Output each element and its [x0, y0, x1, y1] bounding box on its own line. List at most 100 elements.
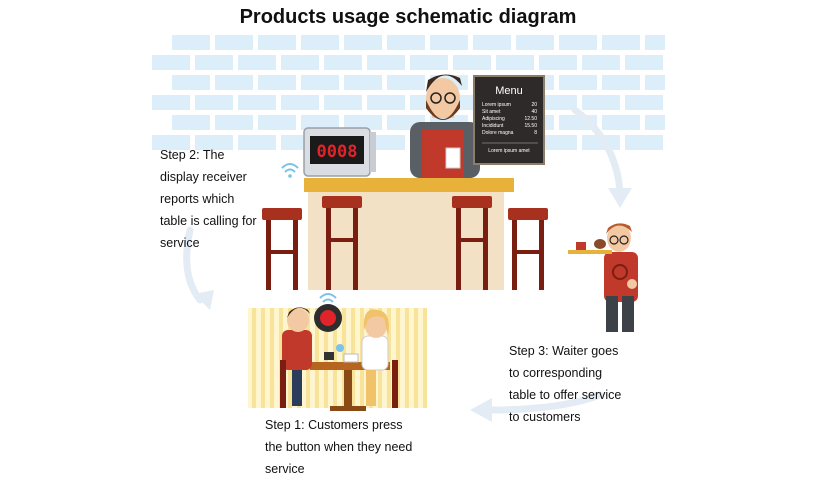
brick: [625, 55, 663, 70]
brick: [195, 135, 233, 150]
brick: [645, 115, 665, 130]
window-stripe: [279, 308, 283, 408]
menu-heading: Menu: [495, 85, 523, 97]
brick: [215, 115, 253, 130]
window-stripe: [405, 308, 409, 408]
step2-line: table is calling for: [160, 214, 257, 228]
cycle-arrows: [183, 106, 632, 422]
arrow-head-bottom-right: [470, 398, 492, 422]
bar-stool: [262, 208, 302, 290]
menu-item-name: Sit amet: [482, 109, 501, 115]
step3-line: to customers: [509, 410, 581, 424]
brick: [238, 135, 276, 150]
brick: [602, 35, 640, 50]
brick: [195, 95, 233, 110]
step1-line: service: [265, 462, 305, 476]
arrow-head-top-right: [608, 188, 632, 208]
brick: [172, 35, 210, 50]
brick: [301, 115, 339, 130]
window-stripe: [261, 308, 265, 408]
brick: [602, 115, 640, 130]
brick: [559, 35, 597, 50]
menu-item-name: Incididunt: [482, 123, 504, 129]
window-stripe: [396, 308, 400, 408]
step1-line: Step 1: Customers press: [265, 418, 403, 432]
step2-line: display receiver: [160, 170, 247, 184]
brick: [172, 75, 210, 90]
brick: [453, 55, 491, 70]
brick: [215, 35, 253, 50]
step2-line: service: [160, 236, 200, 250]
bar-stool: [508, 208, 548, 290]
arrow-bottom-right: [486, 391, 604, 414]
brick: [430, 35, 468, 50]
brick: [324, 95, 362, 110]
brick: [152, 55, 190, 70]
menu-item-price: 15.50: [524, 123, 537, 129]
brick: [281, 55, 319, 70]
menu-item-price: 20: [531, 102, 537, 108]
brick: [258, 75, 296, 90]
waiter-figure: [568, 223, 638, 332]
brick: [344, 115, 382, 130]
brick: [539, 95, 577, 110]
display-receiver: 0008: [281, 127, 376, 178]
brick: [281, 95, 319, 110]
step1-line: the button when they need: [265, 440, 413, 454]
brick: [387, 35, 425, 50]
wifi-icon: [281, 163, 299, 173]
window-stripe: [252, 308, 256, 408]
brick: [582, 55, 620, 70]
brick: [625, 135, 663, 150]
brick: [539, 135, 577, 150]
brick: [516, 35, 554, 50]
brick: [195, 55, 233, 70]
bar-counter: [304, 178, 514, 290]
brick: [344, 75, 382, 90]
brick: [172, 115, 210, 130]
brick-wall: [152, 35, 665, 150]
display-digits: 0008: [317, 142, 358, 162]
brick: [387, 75, 425, 90]
step3-line: Step 3: Waiter goes: [509, 344, 619, 358]
window-stripe: [387, 308, 391, 408]
brick: [602, 75, 640, 90]
window-stripe: [423, 308, 427, 408]
brick: [301, 75, 339, 90]
menu-item-name: Dolore magna: [482, 130, 514, 136]
brick: [238, 95, 276, 110]
brick: [367, 135, 405, 150]
diagram-title: Products usage schematic diagram: [239, 6, 577, 28]
brick: [301, 35, 339, 50]
brick: [258, 115, 296, 130]
step2-caption: Step 2: The display receiver reports whi…: [160, 144, 270, 254]
brick: [645, 35, 665, 50]
brick: [344, 35, 382, 50]
step3-line: table to offer service: [509, 388, 622, 402]
brick: [582, 95, 620, 110]
bar-stools: [262, 196, 548, 290]
menu-item-name: Lorem ipsum: [482, 102, 511, 108]
step2-line: reports which: [160, 192, 235, 206]
window-stripe: [270, 308, 274, 408]
brick: [559, 75, 597, 90]
brick: [410, 55, 448, 70]
brick: [645, 75, 665, 90]
customers-scene: [280, 293, 398, 411]
brick: [238, 55, 276, 70]
menu-item-price: 40: [531, 109, 537, 115]
brick: [324, 55, 362, 70]
window-stripe: [414, 308, 418, 408]
brick: [367, 55, 405, 70]
arrow-head-left: [194, 290, 214, 310]
menu-item-price: 12.50: [524, 116, 537, 122]
menu-item-price: 8: [534, 130, 537, 136]
brick: [625, 95, 663, 110]
menu-item-name: Adipiscing: [482, 116, 505, 122]
window-stripe: [333, 308, 337, 408]
brick: [258, 35, 296, 50]
